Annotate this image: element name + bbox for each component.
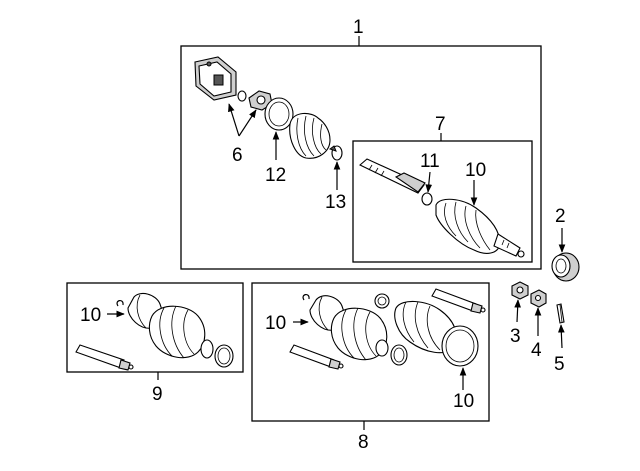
callout-4: 4	[531, 340, 542, 361]
assembly-box-1: 1 6 12	[180, 17, 542, 270]
callout-12: 12	[265, 165, 286, 186]
snap-ring	[237, 90, 247, 102]
kit-9-grease-tube	[75, 344, 134, 371]
kit-9-frame	[66, 282, 244, 373]
callout-8: 8	[358, 432, 369, 453]
boot-kit-box-8: 8	[251, 282, 490, 453]
axle-shaft	[359, 158, 426, 194]
outer-boot	[289, 112, 331, 159]
assembly-7-frame	[352, 140, 533, 263]
assembly-1-frame	[180, 45, 542, 270]
boot-clamp-small	[328, 145, 343, 161]
boot-clamp-large	[264, 97, 294, 131]
callout-10d: 10	[453, 391, 474, 412]
outer-joint-housing	[194, 56, 237, 101]
callout-5: 5	[554, 354, 565, 375]
callout-6-arrow-left	[228, 103, 240, 137]
cotter-pin-5: 5	[554, 303, 565, 375]
callout-3: 3	[510, 326, 521, 347]
hub-nut-3: 3	[510, 281, 529, 347]
callout-10b: 10	[80, 305, 101, 326]
kit-8-clamp-b	[390, 344, 408, 366]
inner-boot-assembled	[435, 198, 525, 258]
callout-11-arrow	[425, 171, 433, 193]
kit-9-clip	[116, 300, 124, 307]
callout-6-arrow-right	[238, 109, 257, 137]
inner-clamp-small	[421, 192, 433, 206]
seal-2: 2	[551, 206, 580, 282]
callout-3-arrow	[514, 299, 522, 323]
kit-8-clip	[302, 294, 310, 301]
lock-nut-4: 4	[530, 289, 547, 361]
kit-8-grease-tube-b	[289, 344, 344, 370]
callout-10c: 10	[265, 313, 286, 334]
callout-13: 13	[325, 192, 346, 213]
kit-8-large-clamp	[441, 325, 479, 367]
assembly-box-7: 7 11	[352, 114, 533, 263]
boot-kit-box-9: 9 10	[66, 282, 244, 405]
callout-2: 2	[555, 206, 566, 227]
callout-6: 6	[232, 145, 243, 166]
kit-9-clamp-a	[200, 339, 214, 359]
callout-1: 1	[353, 17, 364, 38]
callout-7: 7	[435, 114, 446, 135]
callout-11: 11	[420, 151, 440, 172]
callout-5-arrow	[557, 324, 565, 349]
kit-8-clamp-a	[375, 339, 389, 357]
kit-8-inner-boot	[394, 300, 457, 354]
kit-9-large-boot	[148, 305, 206, 359]
callout-10a: 10	[465, 160, 486, 181]
kit-8-grease-tube-a	[431, 288, 486, 314]
kit-8-clamp-top	[374, 293, 390, 309]
callout-9: 9	[152, 384, 163, 405]
kit-8-frame	[251, 282, 490, 422]
